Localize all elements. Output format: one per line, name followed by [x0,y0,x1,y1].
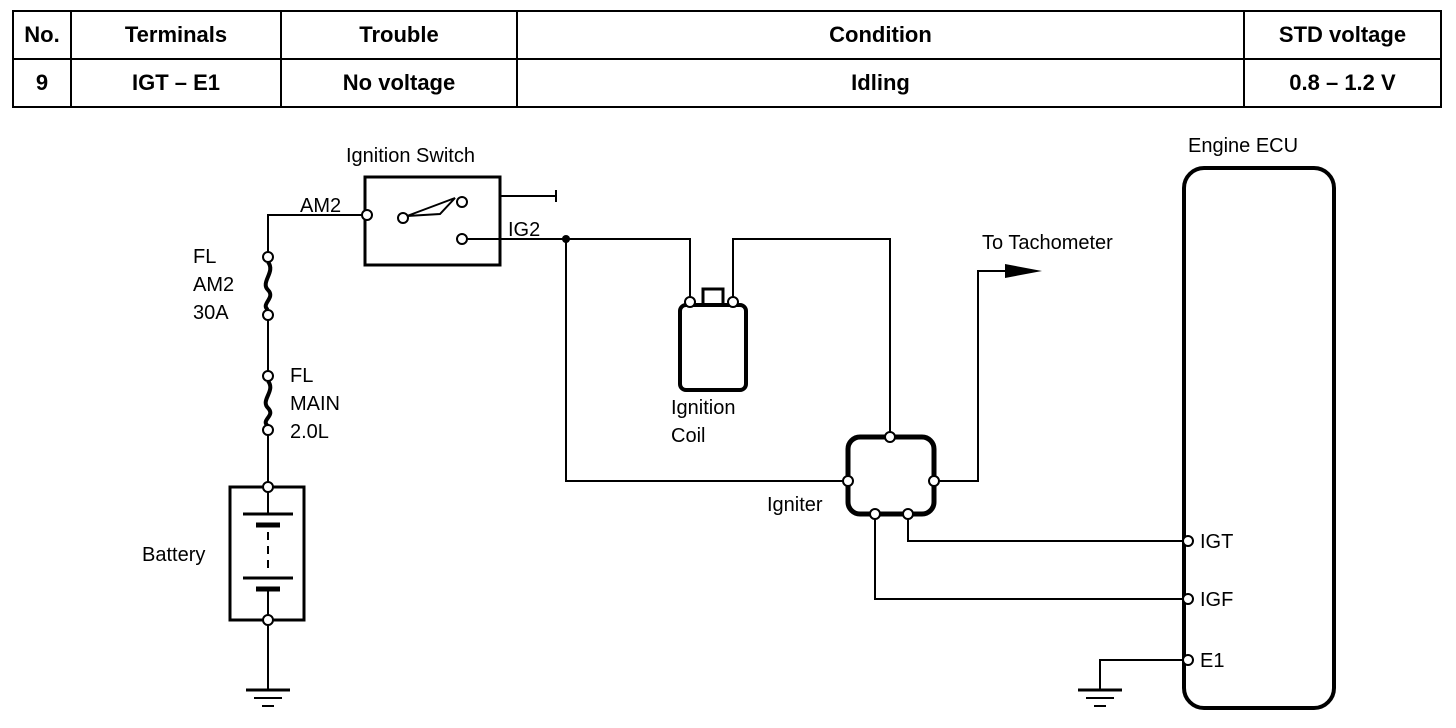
cell-std-voltage: 0.8 – 1.2 V [1243,58,1442,108]
wiring [267,214,1184,690]
ignition-coil-label-line2: Coil [671,425,705,447]
fuse-am2-label-line3: 30A [193,302,229,324]
fuse-main-label-line1: FL [290,365,313,387]
fuse-am2 [262,251,274,321]
ig2-label: IG2 [508,219,540,241]
cell-no: 9 [12,58,72,108]
ignition-coil [678,287,748,392]
ignition-coil-label-line1: Ignition [671,397,736,419]
ignition-switch-label: Ignition Switch [346,145,475,167]
cell-condition: Idling [516,58,1245,108]
fuse-am2-label-line2: AM2 [193,274,234,296]
ground-icon [1078,688,1122,707]
engine-ecu [1182,166,1336,710]
ignition-switch [361,175,557,267]
header-condition: Condition [516,10,1245,60]
engine-ecu-label: Engine ECU [1188,135,1298,157]
am2-label: AM2 [300,195,341,217]
battery-label: Battery [142,544,205,566]
header-terminals: Terminals [70,10,282,60]
arrow-right-icon [1005,264,1042,278]
table-row: 9 IGT – E1 No voltage Idling 0.8 – 1.2 V [12,58,1442,108]
cell-trouble: No voltage [280,58,518,108]
ecu-terminal-e1: E1 [1200,650,1224,672]
battery-symbol [228,481,306,626]
fuse-main-label-line3: 2.0L [290,421,329,443]
fuse-main-label-line2: MAIN [290,393,340,415]
spec-table: No. Terminals Trouble Condition STD volt… [12,10,1442,108]
header-no: No. [12,10,72,60]
header-std-voltage: STD voltage [1243,10,1442,60]
igniter [842,431,940,520]
ecu-terminal-igf: IGF [1200,589,1233,611]
table-header-row: No. Terminals Trouble Condition STD volt… [12,10,1442,60]
ecu-terminal-igt: IGT [1200,531,1233,553]
ground-icon [246,688,290,707]
to-tachometer-label: To Tachometer [982,232,1113,254]
header-trouble: Trouble [280,10,518,60]
cell-terminals: IGT – E1 [70,58,282,108]
fuse-main [262,370,274,436]
igniter-label: Igniter [767,494,823,516]
fuse-am2-label-line1: FL [193,246,216,268]
